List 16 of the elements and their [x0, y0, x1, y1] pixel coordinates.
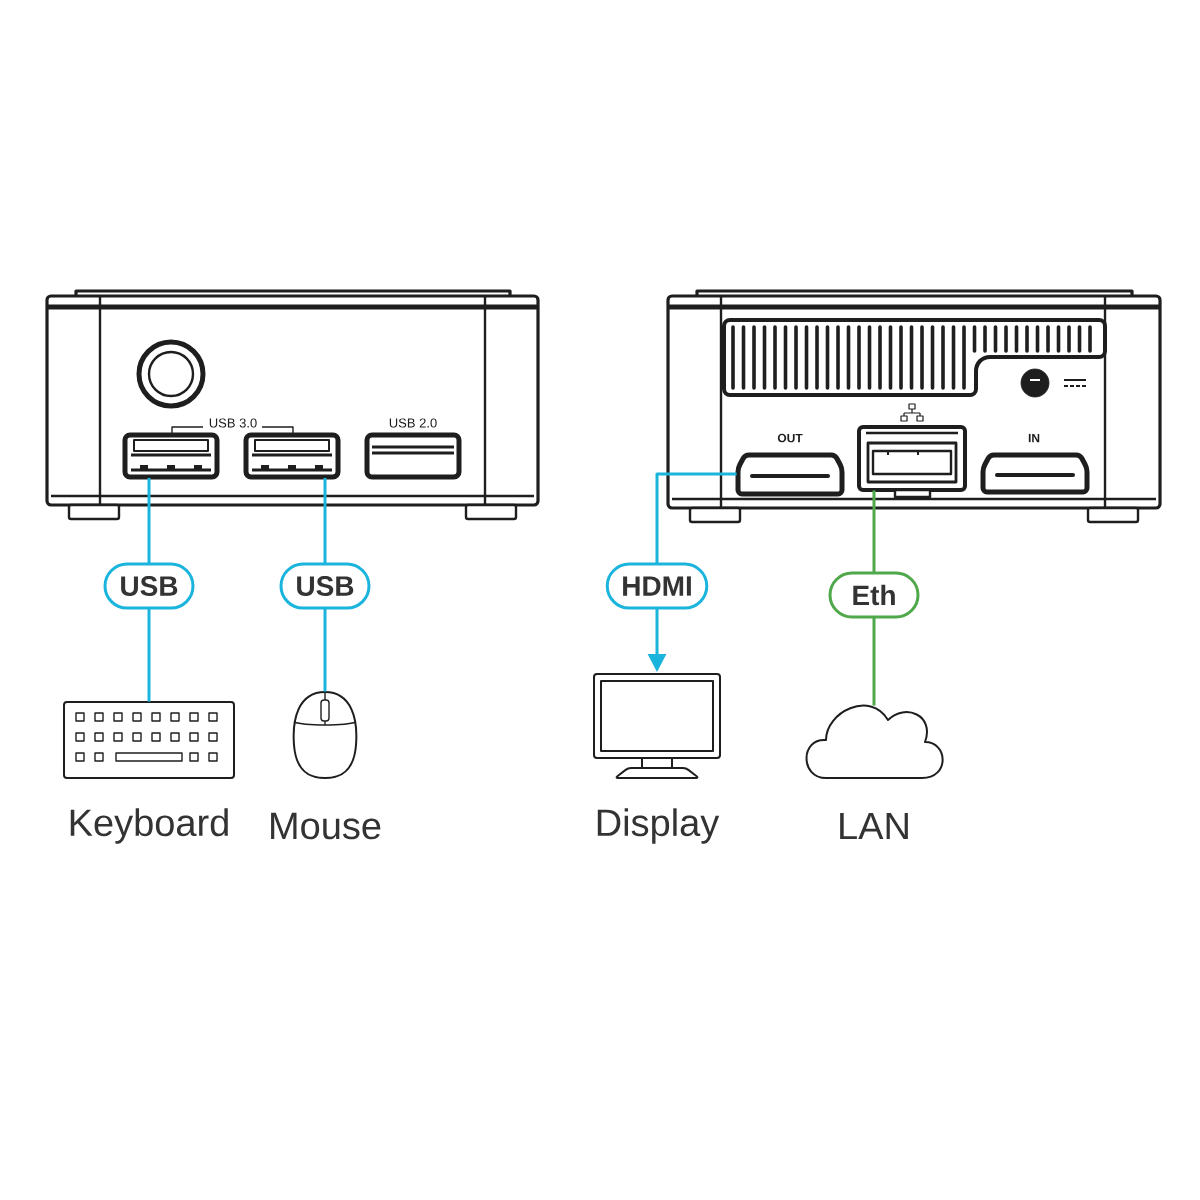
edge-label: USB — [103, 562, 195, 610]
port-label: OUT — [777, 433, 803, 443]
device-name: LAN — [840, 812, 908, 840]
edge-label: Eth — [828, 571, 920, 619]
device-name: Mouse — [271, 812, 381, 840]
port-label: USB 2.0 — [389, 418, 437, 428]
ethernet-port — [857, 425, 967, 499]
device-name: Keyboard — [70, 808, 228, 844]
edge-label: HDMI — [605, 562, 709, 610]
usb-port — [243, 432, 341, 480]
device-name: Display — [597, 808, 720, 844]
usb-port — [122, 432, 220, 480]
hdmi-port — [735, 452, 845, 497]
edge-label: USB — [279, 562, 371, 610]
port-label: IN — [1028, 433, 1040, 443]
port-label: USB 3.0 — [209, 418, 257, 428]
